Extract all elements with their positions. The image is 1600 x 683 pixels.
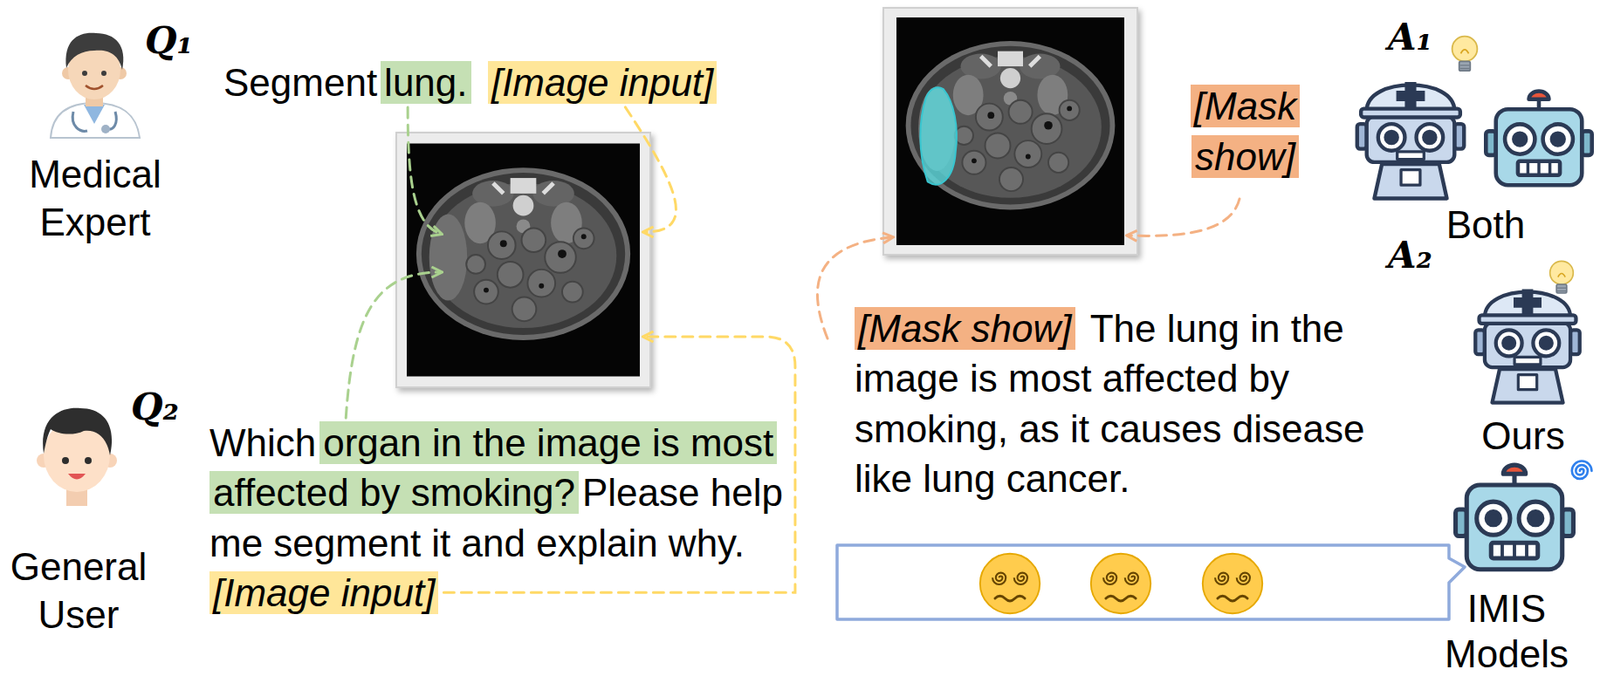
user-icon	[36, 408, 117, 507]
bubble-outline	[157, 35, 847, 135]
highlight-term: lung.	[380, 61, 471, 104]
doctor-icon	[85, 85, 104, 90]
robot-imis	[1485, 91, 1592, 186]
doctor-icon	[50, 103, 140, 138]
question-number: Q₁	[144, 22, 207, 60]
image-tag: [Image input]	[487, 61, 717, 104]
role-label: Medical Expert	[1, 150, 189, 247]
mask-tag: [Mask show]	[854, 307, 1076, 351]
robot-imis	[1485, 91, 1592, 186]
ct-mask-image	[920, 87, 957, 185]
ct-mask-image	[896, 17, 1125, 246]
ct-image	[406, 144, 640, 378]
bubble-text: Segment	[223, 61, 378, 104]
answer-number: A₁	[1387, 19, 1449, 56]
doctor-icon	[101, 70, 107, 76]
robot-ours	[1357, 34, 1478, 200]
ct-mask-image	[883, 7, 1138, 255]
mask-tag: [Mask show]	[1190, 84, 1300, 178]
robot-ours	[1475, 260, 1580, 404]
image-tag: [Image input]	[209, 571, 439, 615]
robot-ours	[1452, 34, 1478, 71]
confused-bubble	[980, 554, 1040, 614]
dashed-arrow	[624, 107, 676, 233]
dashed-arrow	[407, 107, 441, 234]
confused-bubble	[837, 545, 1465, 620]
bubble-outline	[143, 396, 817, 640]
role-label: Ours	[1462, 412, 1585, 461]
bubble-outline	[1163, 68, 1366, 194]
role-label: IMIS Models	[1419, 586, 1594, 678]
doctor-icon	[50, 33, 140, 138]
speech-bubble: Segment lung. [Image input]	[204, 35, 847, 130]
ct-mask-image	[883, 7, 1138, 255]
role-label: Both	[1424, 200, 1547, 249]
dashed-arrow	[1127, 199, 1240, 236]
ct-image	[396, 132, 651, 388]
dashed-arrow	[345, 272, 441, 419]
user-icon	[61, 457, 69, 465]
doctor-icon	[82, 70, 88, 76]
confused-bubble	[837, 545, 1465, 620]
bubble-text: Segment lung. [Image input]	[223, 57, 828, 108]
confused-bubble	[1202, 554, 1263, 614]
robot-imis	[1572, 461, 1593, 480]
bubble-text: Which	[209, 421, 316, 465]
speech-bubble: Which organ in the image is most affecte…	[188, 396, 817, 640]
robot-ours	[1357, 82, 1464, 199]
answer-number: A₂	[1387, 237, 1449, 275]
role-label: General User	[1, 542, 156, 639]
speech-bubble: [Mask show]	[1163, 68, 1327, 194]
doctor-icon	[83, 104, 105, 124]
bubble-text: [Mask show] The lung in the image is mos…	[854, 303, 1432, 504]
robot-imis	[1455, 461, 1593, 570]
doctor-icon	[101, 124, 110, 134]
robot-ours	[1550, 260, 1574, 294]
illustration	[345, 107, 1240, 593]
confused-bubble	[1091, 554, 1151, 614]
bubble-text: [Mask show]	[1175, 81, 1315, 181]
user-icon	[42, 408, 112, 456]
user-icon	[84, 457, 92, 465]
question-number: Q₂	[130, 389, 193, 426]
ct-image	[396, 132, 651, 388]
bubble-outline	[837, 285, 1467, 522]
speech-bubble: [Mask show] The lung in the image is mos…	[837, 285, 1449, 522]
bubble-text: Which organ in the image is most affecte…	[209, 418, 796, 619]
doctor-icon	[65, 33, 124, 70]
doctor-icon	[72, 111, 88, 131]
robot-ours	[1475, 288, 1580, 403]
user-icon	[68, 473, 86, 481]
robot-imis	[1455, 465, 1574, 570]
